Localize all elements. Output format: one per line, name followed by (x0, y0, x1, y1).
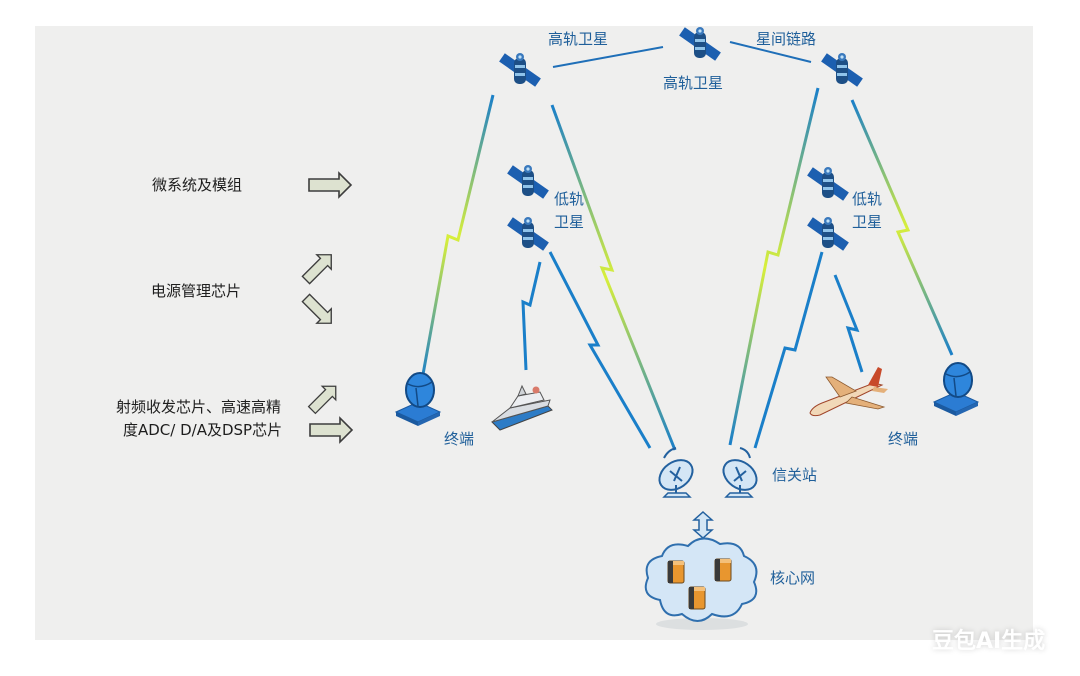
terminal-dish-icon (395, 372, 441, 427)
link-leo-ship (521, 261, 542, 371)
label-leo-left-2: 卫星 (554, 213, 585, 231)
label-terminal-right: 终端 (888, 430, 919, 448)
satellite-icon (807, 167, 849, 201)
satellite-icon (679, 27, 721, 61)
component-rf-line2: 度ADC/ D/A及DSP芯片 (123, 421, 283, 439)
satellite-icon (821, 53, 863, 87)
label-terminal-left: 终端 (444, 430, 475, 448)
satellite-icon (507, 217, 549, 251)
link-leo-airplane (833, 274, 864, 373)
link-geo-terminal-left (420, 94, 495, 381)
bidirectional-arrow-icon (692, 510, 714, 540)
link-geo-gateway-right (728, 87, 820, 446)
label-inter-satellite-link: 星间链路 (756, 30, 817, 48)
arrow-icon (309, 417, 353, 443)
satellite-icon (807, 217, 849, 251)
inter-satellite-link (552, 46, 664, 68)
diagram-panel (35, 26, 1033, 640)
gateway-dish-icon (652, 453, 700, 498)
satellite-icon (499, 53, 541, 87)
component-rf-line1: 射频收发芯片、高速高精 (116, 398, 282, 416)
link-leo-gateway-right (753, 251, 824, 449)
label-geo-satellite-center: 高轨卫星 (663, 74, 724, 92)
link-leo-gateway-left (548, 251, 652, 449)
server-icon (714, 558, 732, 582)
component-microsystem: 微系统及模组 (152, 176, 243, 194)
watermark: 豆包AI生成 (932, 629, 1046, 654)
label-geo-satellite-left: 高轨卫星 (548, 30, 609, 48)
label-core-network: 核心网 (770, 569, 816, 587)
server-icon (667, 560, 685, 584)
label-leo-left-1: 低轨 (554, 190, 585, 208)
arrow-icon (298, 290, 340, 332)
label-leo-right-2: 卫星 (852, 213, 883, 231)
satellite-icon (507, 165, 549, 199)
gateway-dish-icon (716, 453, 764, 498)
component-power-management: 电源管理芯片 (151, 282, 242, 300)
arrow-icon (298, 246, 340, 288)
airplane-icon (809, 367, 888, 417)
label-leo-right-1: 低轨 (852, 190, 883, 208)
server-icon (688, 586, 706, 610)
arrow-icon (304, 378, 344, 418)
ship-icon (491, 384, 553, 431)
inter-satellite-link (729, 41, 812, 63)
label-gateway-station: 信关站 (772, 466, 818, 484)
link-geo-terminal-right (850, 99, 954, 356)
link-geo-gateway-left (550, 104, 677, 451)
terminal-dish-icon (933, 362, 979, 417)
arrow-icon (308, 172, 352, 198)
